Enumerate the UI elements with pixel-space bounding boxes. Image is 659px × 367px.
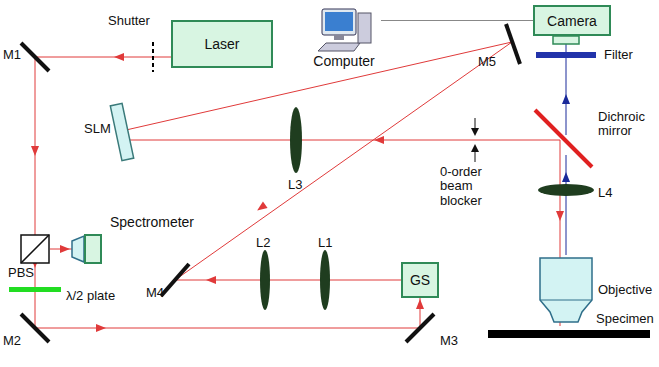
lens-label: L2 <box>256 236 270 250</box>
node-label: Computer <box>313 53 374 69</box>
mirror-label: M5 <box>478 55 496 69</box>
mirror-label: M3 <box>440 334 458 348</box>
blocker-label: 0-order beam blocker <box>440 165 490 208</box>
specimen-label: Specimen <box>596 312 654 326</box>
shutter-label: Shutter <box>108 14 150 28</box>
mirror-label: M1 <box>3 48 21 62</box>
plate-label: λ/2 plate <box>66 289 115 303</box>
node-label: GS <box>410 272 430 288</box>
node-label: Laser <box>204 36 239 52</box>
pbs-label: PBS <box>8 266 34 280</box>
objective-label: Objective <box>598 283 652 297</box>
gs-box: GS <box>401 262 439 298</box>
lens-label: L1 <box>318 236 332 250</box>
lens-label: L4 <box>598 186 612 200</box>
laser-box: Laser <box>171 20 273 68</box>
computer-icon: Computer <box>307 3 381 69</box>
cable-line <box>381 20 533 21</box>
lens-label: L3 <box>288 178 302 192</box>
slm-label: SLM <box>84 122 111 136</box>
spectrometer-box: Spectrometer <box>84 234 102 264</box>
camera-box: Camera <box>533 5 611 36</box>
mirror-label: M2 <box>3 334 21 348</box>
filter-label: Filter <box>604 48 633 62</box>
dichroic-label: Dichroic mirror <box>598 110 656 139</box>
node-label: Camera <box>547 13 597 29</box>
node-label: Spectrometer <box>110 214 194 230</box>
computer-symbol <box>314 7 374 53</box>
mirror-label: M4 <box>146 286 164 300</box>
